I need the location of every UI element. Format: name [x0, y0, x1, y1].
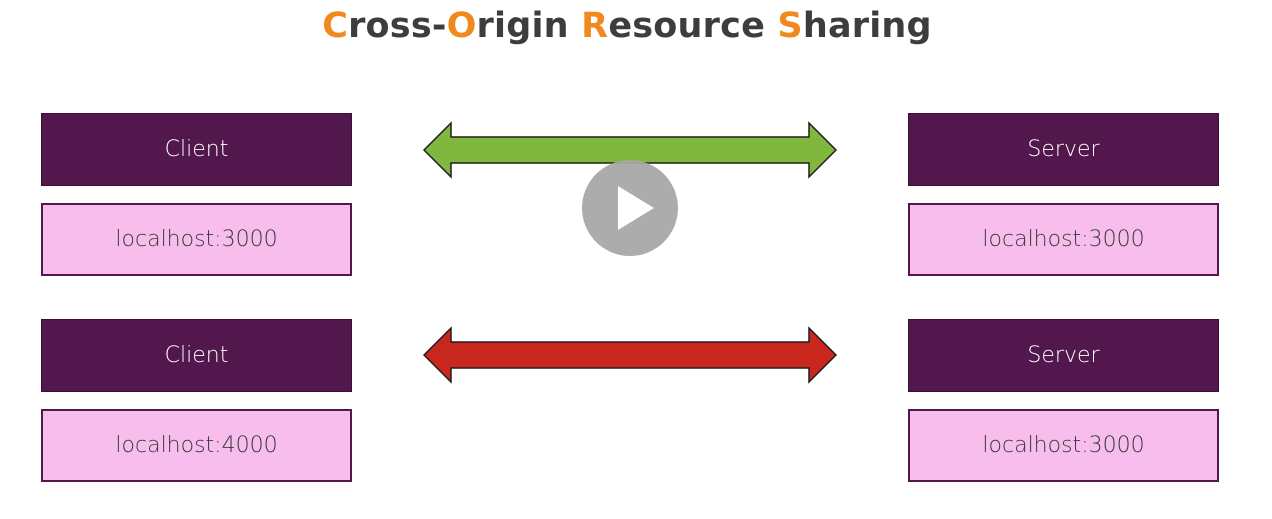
server-host-box: localhost:3000 — [908, 409, 1219, 482]
client-label-box: Client — [41, 319, 352, 392]
title-letter-c: C — [322, 6, 349, 46]
server-label-box: Server — [908, 113, 1219, 186]
diagram-title: Cross-Origin Resource Sharing — [0, 6, 1254, 46]
title-letter-r: R — [581, 6, 609, 46]
allowed-arrow-shape — [422, 121, 838, 179]
allowed-double-arrow — [422, 121, 838, 179]
title-letter-s: S — [777, 6, 803, 46]
title-text-ross: ross- — [348, 6, 447, 46]
blocked-arrow-shape — [422, 326, 838, 384]
blocked-double-arrow — [422, 326, 838, 384]
play-icon — [618, 186, 654, 230]
title-text-rigin: rigin — [476, 6, 582, 46]
play-button[interactable] — [582, 160, 678, 256]
client-host-box: localhost:3000 — [41, 203, 352, 276]
title-text-haring: haring — [802, 6, 932, 46]
client-label-box: Client — [41, 113, 352, 186]
title-letter-o: O — [446, 6, 477, 46]
server-host-box: localhost:3000 — [908, 203, 1219, 276]
server-label-box: Server — [908, 319, 1219, 392]
client-host-box: localhost:4000 — [41, 409, 352, 482]
title-text-esource: esource — [608, 6, 778, 46]
